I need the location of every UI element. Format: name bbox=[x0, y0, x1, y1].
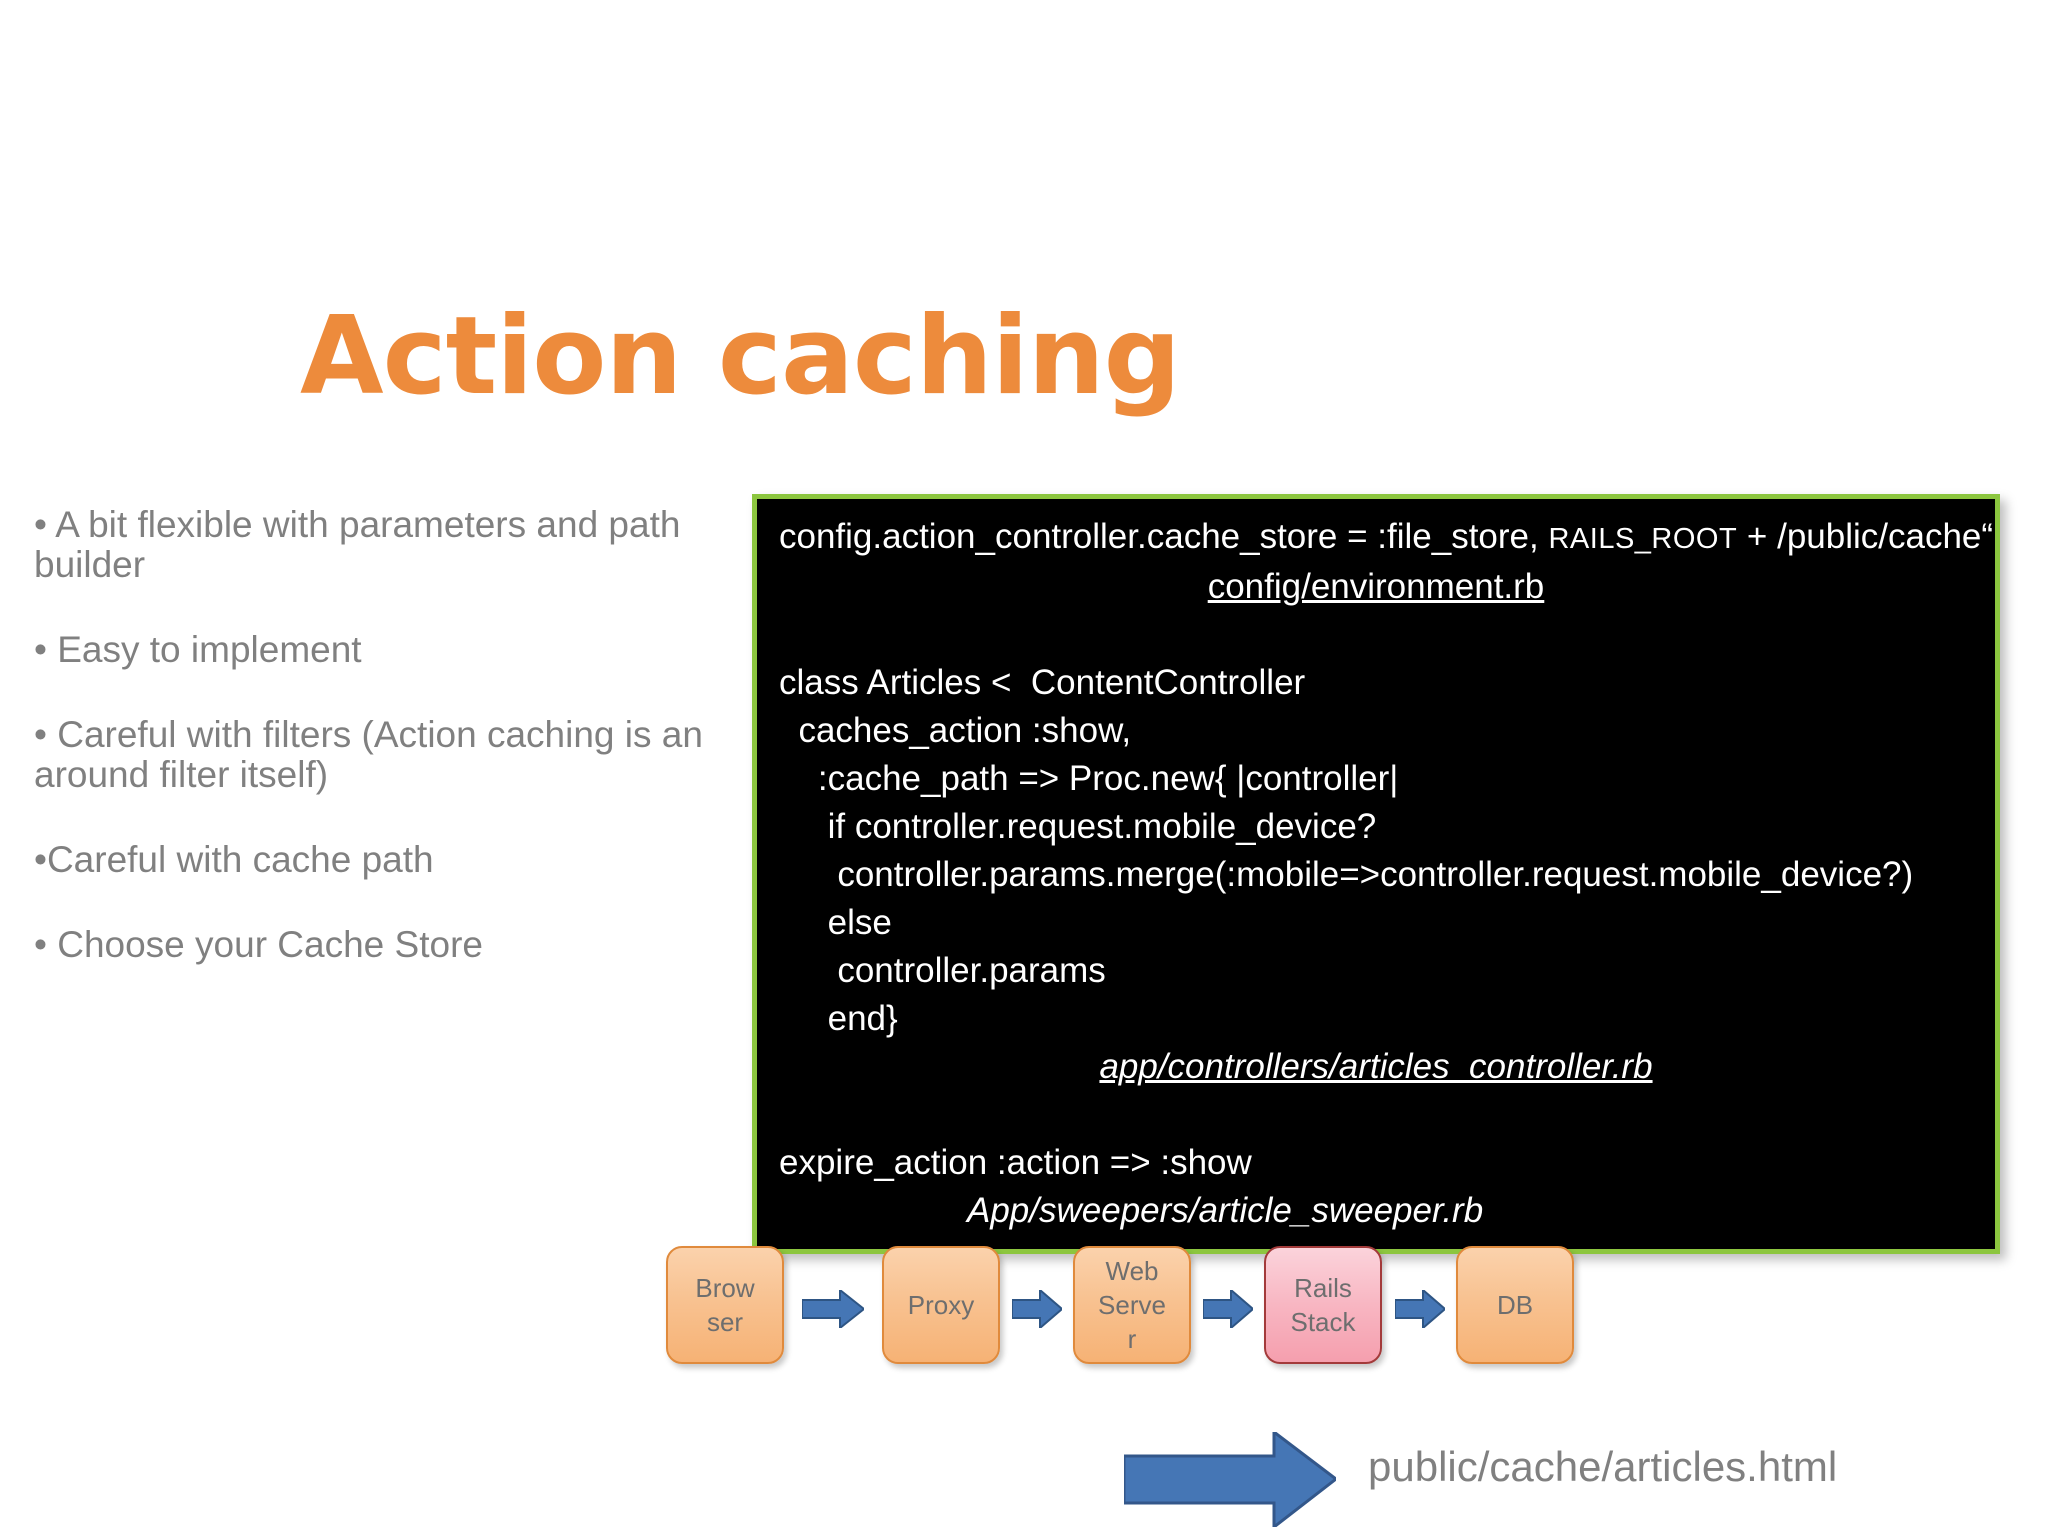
code-line-text: config.action_controller.cache_store = :… bbox=[779, 517, 1549, 556]
code-line: class Articles < ContentController bbox=[779, 663, 1306, 702]
request-flow-diagram: Brow ser Proxy Web Serve r Rails Stack D… bbox=[660, 1246, 1574, 1371]
list-item: • Choose your Cache Store bbox=[34, 923, 483, 965]
code-line: controller.params bbox=[779, 951, 1106, 990]
code-line-tail: + /public/cache“ bbox=[1737, 517, 1994, 556]
code-line: expire_action :action => :show bbox=[779, 1143, 1252, 1182]
code-line-smallcaps: RAILS_ROOT bbox=[1548, 523, 1738, 555]
code-panel: config.action_controller.cache_store = :… bbox=[752, 494, 2000, 1254]
flow-box-label-line: r bbox=[1127, 1324, 1137, 1355]
code-line: caches_action :show, bbox=[779, 711, 1132, 750]
cache-output-caption: public/cache/articles.html bbox=[1368, 1443, 1838, 1490]
flow-arrow-icon bbox=[1203, 1290, 1253, 1328]
code-line: else bbox=[779, 903, 892, 942]
flow-box-label-line: Proxy bbox=[907, 1289, 975, 1320]
flow-box-proxy: Proxy bbox=[882, 1246, 1000, 1364]
code-line: if controller.request.mobile_device? bbox=[779, 807, 1377, 846]
flow-box-web-server: Web Serve r bbox=[1073, 1246, 1191, 1364]
flow-box-browser: Brow ser bbox=[666, 1246, 784, 1364]
bullet-list: • A bit flexible with parameters and pat… bbox=[34, 505, 734, 1010]
flow-box-label-line: Stack bbox=[1290, 1307, 1356, 1337]
code-line-blank bbox=[757, 1091, 1995, 1139]
flow-arrow-icon bbox=[1012, 1290, 1062, 1328]
code-line: end} bbox=[779, 999, 898, 1038]
flow-box-label-line: ser bbox=[706, 1307, 744, 1337]
list-item: • Easy to implement bbox=[34, 628, 362, 670]
code-line: controller.params.merge(:mobile=>control… bbox=[779, 855, 1914, 894]
flow-arrow-icon bbox=[802, 1290, 864, 1328]
code-line-file-controller: app/controllers/articles_controller.rb bbox=[1099, 1047, 1653, 1086]
flow-box-label-line: Web bbox=[1105, 1255, 1159, 1286]
flow-arrow-icon bbox=[1395, 1290, 1445, 1328]
code-line-file-config: config/environment.rb bbox=[1207, 567, 1545, 606]
list-item: •Careful with cache path bbox=[34, 838, 434, 880]
flow-box-label-line: Rails bbox=[1294, 1272, 1352, 1303]
list-item: • Careful with filters (Action caching i… bbox=[34, 713, 703, 795]
code-line-file-sweeper: App/sweepers/article_sweeper.rb bbox=[967, 1191, 1484, 1230]
page-title: Action caching bbox=[300, 294, 1181, 419]
flow-box-label-line: Serve bbox=[1098, 1289, 1166, 1320]
code-line: :cache_path => Proc.new{ |controller| bbox=[779, 759, 1399, 798]
code-line-blank bbox=[757, 611, 1995, 659]
cache-output-arrow-icon bbox=[1124, 1432, 1336, 1527]
flow-box-label-line: Brow bbox=[695, 1272, 755, 1303]
flow-box-rails-stack: Rails Stack bbox=[1264, 1246, 1382, 1364]
code-line: config.action_controller.cache_store = :… bbox=[757, 513, 1995, 563]
flow-box-db: DB bbox=[1456, 1246, 1574, 1364]
list-item: • A bit flexible with parameters and pat… bbox=[34, 504, 681, 585]
flow-box-label-line: DB bbox=[1496, 1289, 1534, 1320]
